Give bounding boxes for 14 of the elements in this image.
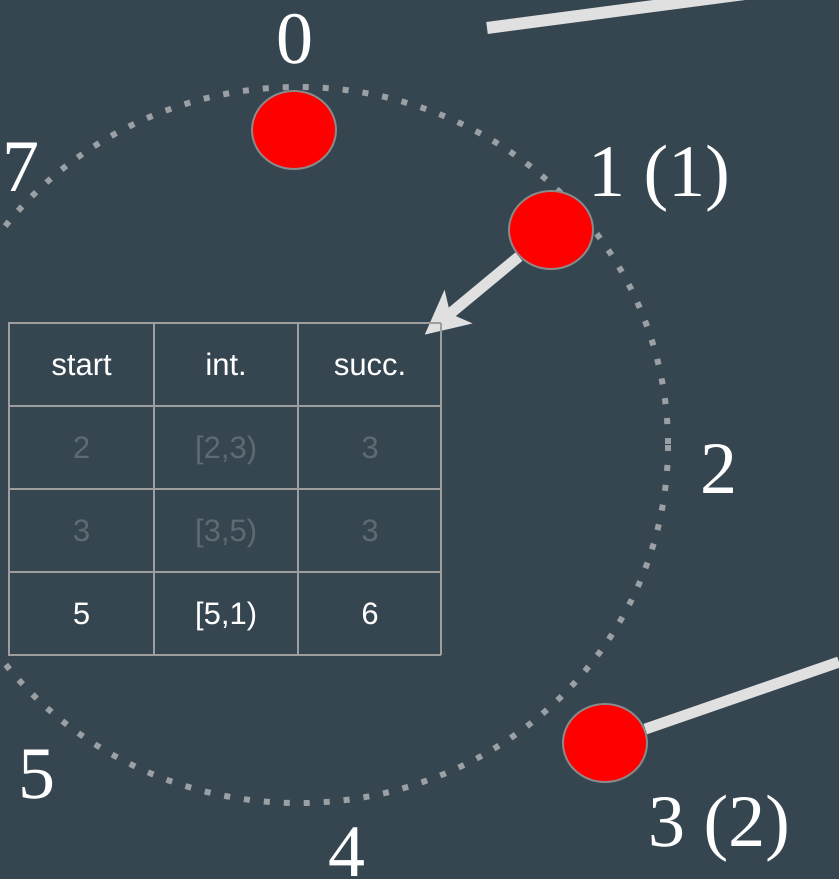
table-cell: [5,1): [154, 572, 298, 655]
finger-table: [8, 322, 441, 656]
position-number: 7: [2, 130, 39, 204]
node-label: 0: [276, 2, 313, 76]
header-cell: int.: [154, 323, 298, 406]
position-number: 4: [328, 815, 365, 879]
position-number: 2: [700, 432, 737, 506]
header-cell: succ.: [298, 323, 442, 406]
table-cell: 5: [9, 572, 154, 655]
connector-line: [644, 656, 839, 734]
position-number: 5: [18, 737, 55, 811]
arrow: [424, 252, 522, 335]
header-cell: start: [9, 323, 154, 406]
table-cell: 6: [298, 572, 442, 655]
